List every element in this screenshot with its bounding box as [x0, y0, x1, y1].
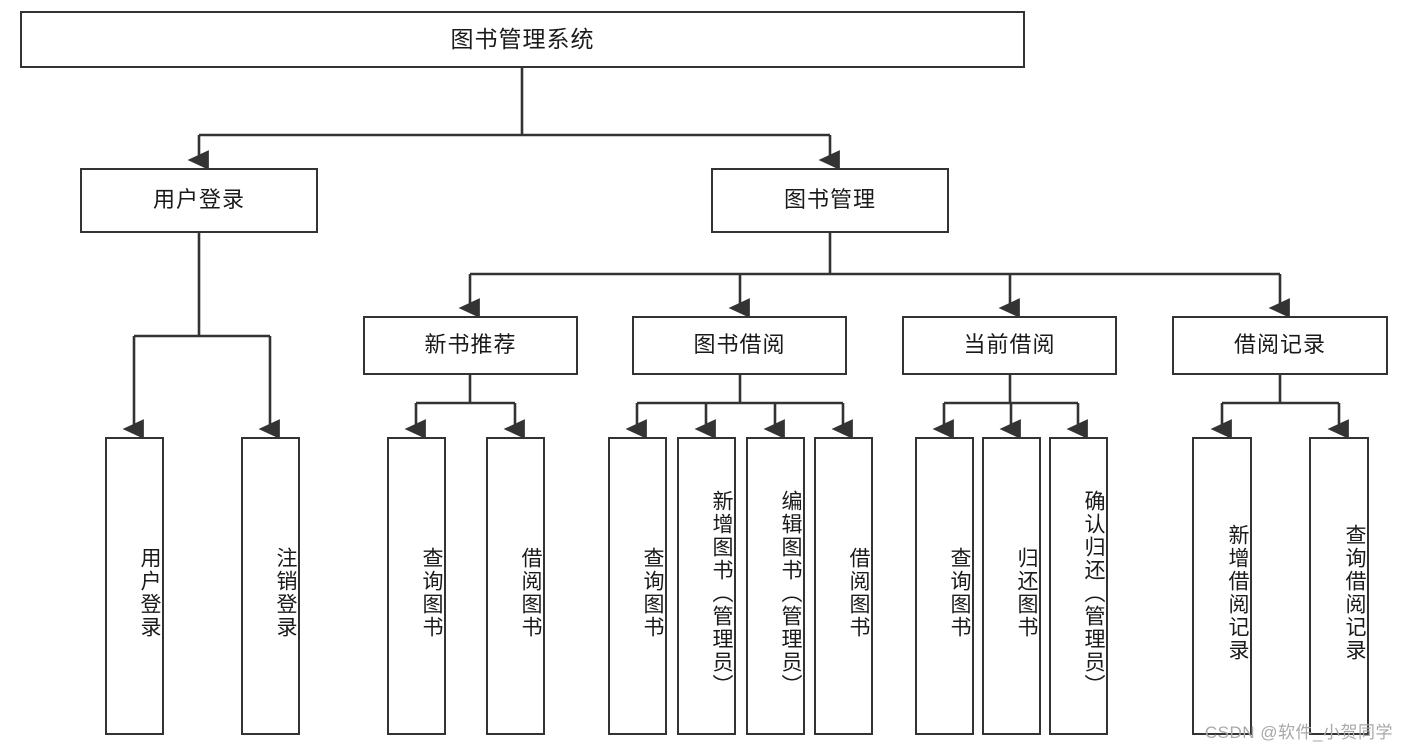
node-label: 注销登录	[274, 547, 297, 639]
node-label: 新增图书（管理员）	[710, 489, 733, 697]
node-label: 借阅图书	[847, 547, 870, 639]
node-label: 确认归还（管理员）	[1082, 489, 1105, 697]
node-leaf-user-login[interactable]: 用户登录	[105, 437, 164, 735]
node-label: 用户登录	[138, 547, 161, 639]
node-leaf-user-logout[interactable]: 注销登录	[241, 437, 300, 735]
node-label: 用户登录	[152, 187, 245, 213]
node-leaf-query-borrow-record[interactable]: 查询借阅记录	[1309, 437, 1369, 735]
node-label: 当前借阅	[963, 332, 1056, 358]
node-borrow-record[interactable]: 借阅记录	[1172, 316, 1388, 375]
node-current-borrow[interactable]: 当前借阅	[902, 316, 1117, 375]
node-leaf-query-book-recommend[interactable]: 查询图书	[387, 437, 446, 735]
node-label: 查询图书	[948, 547, 971, 639]
node-label: 图书管理系统	[450, 25, 595, 52]
node-leaf-borrow-book-recommend[interactable]: 借阅图书	[486, 437, 545, 735]
node-leaf-add-book[interactable]: 新增图书（管理员）	[677, 437, 736, 735]
node-label: 新书推荐	[424, 332, 517, 358]
node-label: 归还图书	[1015, 547, 1038, 639]
node-book-management[interactable]: 图书管理	[711, 168, 949, 233]
node-label: 查询图书	[641, 547, 664, 639]
node-label: 图书借阅	[693, 332, 786, 358]
csdn-watermark: CSDN @软件_小贺同学	[1204, 723, 1393, 742]
node-leaf-query-book-current[interactable]: 查询图书	[915, 437, 974, 735]
node-label: 新增借阅记录	[1226, 524, 1249, 662]
node-root-book-management-system[interactable]: 图书管理系统	[20, 11, 1025, 68]
node-label: 借阅记录	[1233, 332, 1326, 358]
node-label: 编辑图书（管理员）	[779, 489, 802, 697]
node-leaf-add-borrow-record[interactable]: 新增借阅记录	[1192, 437, 1252, 735]
node-label: 查询借阅记录	[1343, 524, 1366, 662]
node-leaf-edit-book[interactable]: 编辑图书（管理员）	[746, 437, 805, 735]
node-leaf-query-book-borrow[interactable]: 查询图书	[608, 437, 667, 735]
node-leaf-return-book[interactable]: 归还图书	[982, 437, 1041, 735]
node-leaf-borrow-book[interactable]: 借阅图书	[814, 437, 873, 735]
node-leaf-confirm-return[interactable]: 确认归还（管理员）	[1049, 437, 1108, 735]
node-label: 查询图书	[420, 547, 443, 639]
node-user-login[interactable]: 用户登录	[80, 168, 318, 233]
node-new-book-recommend[interactable]: 新书推荐	[363, 316, 578, 375]
node-label: 图书管理	[783, 187, 876, 213]
node-label: 借阅图书	[519, 547, 542, 639]
node-book-borrow[interactable]: 图书借阅	[632, 316, 847, 375]
